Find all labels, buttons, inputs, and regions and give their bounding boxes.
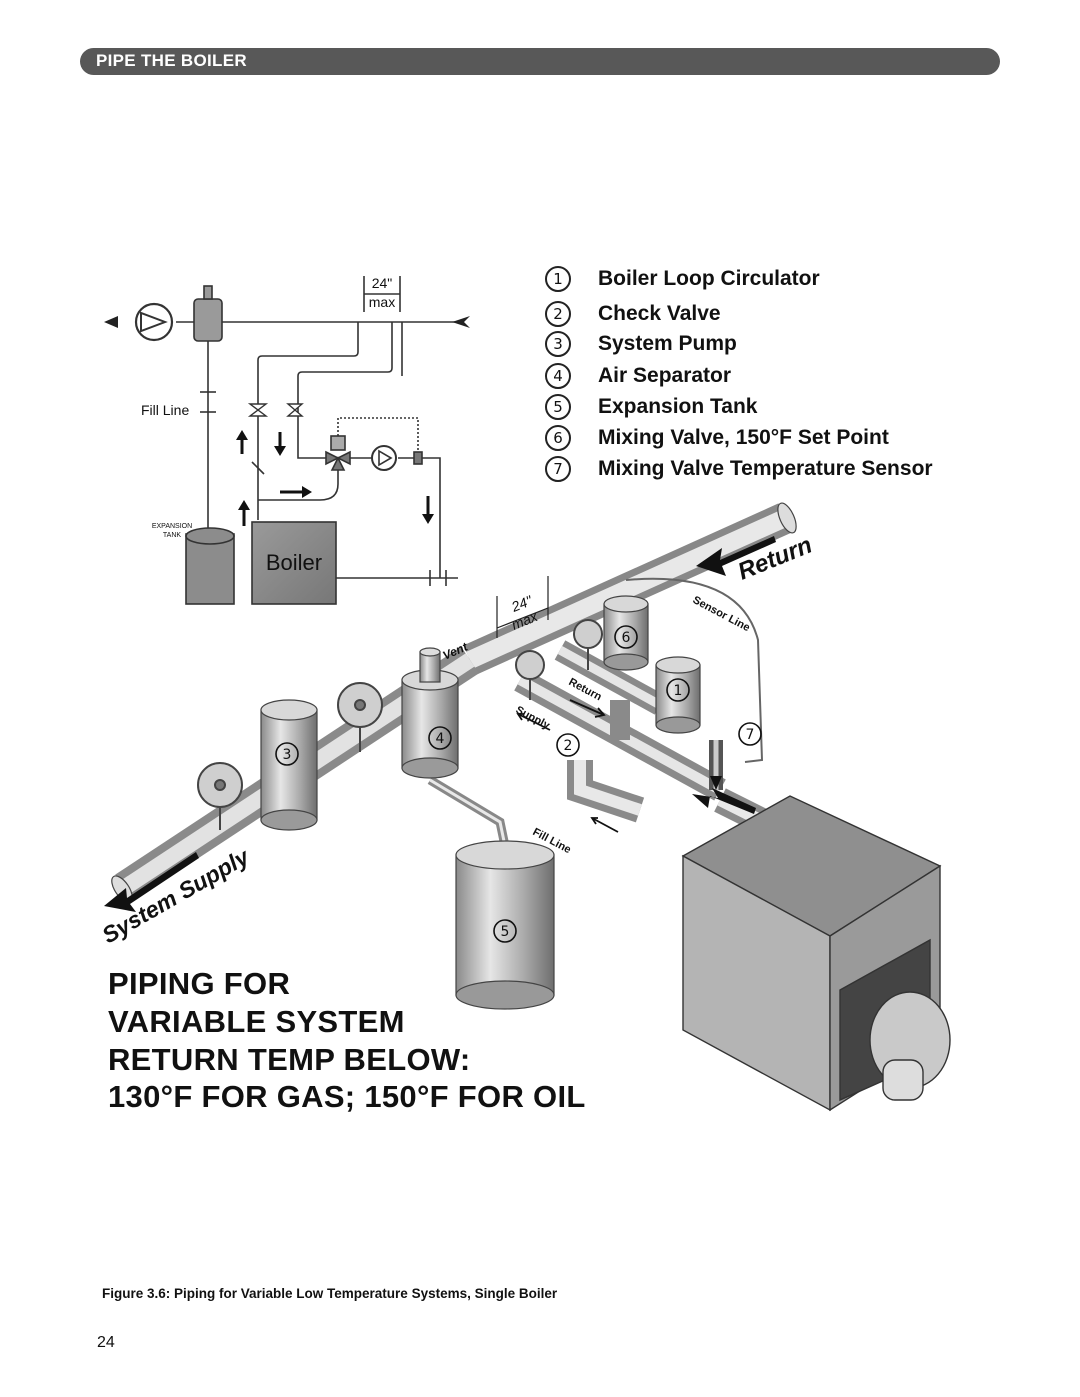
dimension-marker: [363, 276, 401, 312]
heading-line-1: PIPING FOR: [108, 966, 291, 1001]
boiler-loop-circulator-symbol: [371, 445, 397, 471]
left-arrow-icon: [104, 316, 118, 328]
heading-line-3: RETURN TEMP BELOW:: [108, 1042, 471, 1077]
legend-item: 4 Air Separator: [545, 363, 731, 389]
section-title: PIPE THE BOILER: [96, 51, 247, 70]
section-header-bar: [80, 48, 1000, 75]
dimension-unit: max: [369, 294, 395, 310]
expansion-tank: [455, 840, 555, 1010]
legend-number: 7: [545, 456, 571, 482]
legend-item: 2 Check Valve: [545, 301, 721, 327]
legend-number: 3: [545, 331, 571, 357]
schematic: [104, 276, 470, 605]
fill-line-pipe: [427, 776, 510, 847]
legend-label: Mixing Valve, 150°F Set Point: [598, 426, 889, 449]
heading-line-2: VARIABLE SYSTEM: [108, 1004, 405, 1039]
callout-5: 5: [501, 924, 510, 940]
callout-4: 4: [436, 731, 445, 747]
check-valve-symbol: [251, 461, 265, 475]
expansion-tank-label: EXPANSION: [152, 523, 192, 530]
legend-number: 2: [545, 301, 571, 327]
legend-number: 1: [545, 266, 571, 292]
boiler-loop-circulator: [655, 656, 701, 734]
callout-6: 6: [622, 630, 631, 646]
sensor-line-label: Sensor Line: [691, 594, 752, 634]
callout-3: 3: [283, 747, 292, 763]
legend-label: System Pump: [598, 332, 737, 355]
callout-1: 1: [674, 683, 683, 699]
figure-caption: Figure 3.6: Piping for Variable Low Temp…: [102, 1286, 558, 1301]
sensor-line: [625, 577, 764, 763]
legend-label: Boiler Loop Circulator: [598, 267, 820, 290]
gate-valve-handles: [197, 619, 603, 830]
expansion-tank-label-2: TANK: [163, 532, 181, 539]
legend-item: 5 Expansion Tank: [545, 394, 757, 420]
heading-line-4: 130°F FOR GAS; 150°F FOR OIL: [108, 1079, 586, 1114]
legend-label: Check Valve: [598, 302, 721, 325]
legend-item: 7 Mixing Valve Temperature Sensor: [545, 456, 933, 482]
callout-2: 2: [564, 738, 573, 754]
page-number: 24: [97, 1334, 115, 1351]
mixing-valve: [603, 595, 649, 671]
legend-item: 1 Boiler Loop Circulator: [545, 266, 820, 292]
dimension-value-iso: 24": [508, 592, 535, 615]
legend-item: 6 Mixing Valve, 150°F Set Point: [545, 425, 889, 451]
return-arrow-icon: [452, 316, 470, 328]
legend-number: 4: [545, 363, 571, 389]
valve-icon: [247, 403, 304, 417]
boiler-label: Boiler: [266, 550, 322, 575]
legend-item: 3 System Pump: [545, 331, 737, 357]
air-separator: [401, 647, 459, 779]
boiler-symbol: [251, 521, 337, 605]
air-separator-symbol: [193, 298, 223, 342]
legend-label: Air Separator: [598, 364, 732, 387]
legend-label: Mixing Valve Temperature Sensor: [598, 457, 933, 480]
legend-number: 5: [545, 394, 571, 420]
temperature-sensor-symbol: [413, 451, 423, 465]
boiler: [681, 795, 951, 1112]
mixing-valve-symbol: [325, 435, 351, 471]
system-pump-symbol: [134, 302, 174, 342]
legend-label: Expansion Tank: [598, 395, 758, 418]
callout-7: 7: [746, 727, 755, 743]
legend-number: 6: [545, 425, 571, 451]
fill-line-label: Fill Line: [141, 402, 189, 418]
callouts: 1 2 3 4 5 6 7: [275, 625, 762, 943]
flow-arrows: [104, 536, 776, 912]
dimension-value: 24": [372, 275, 393, 291]
